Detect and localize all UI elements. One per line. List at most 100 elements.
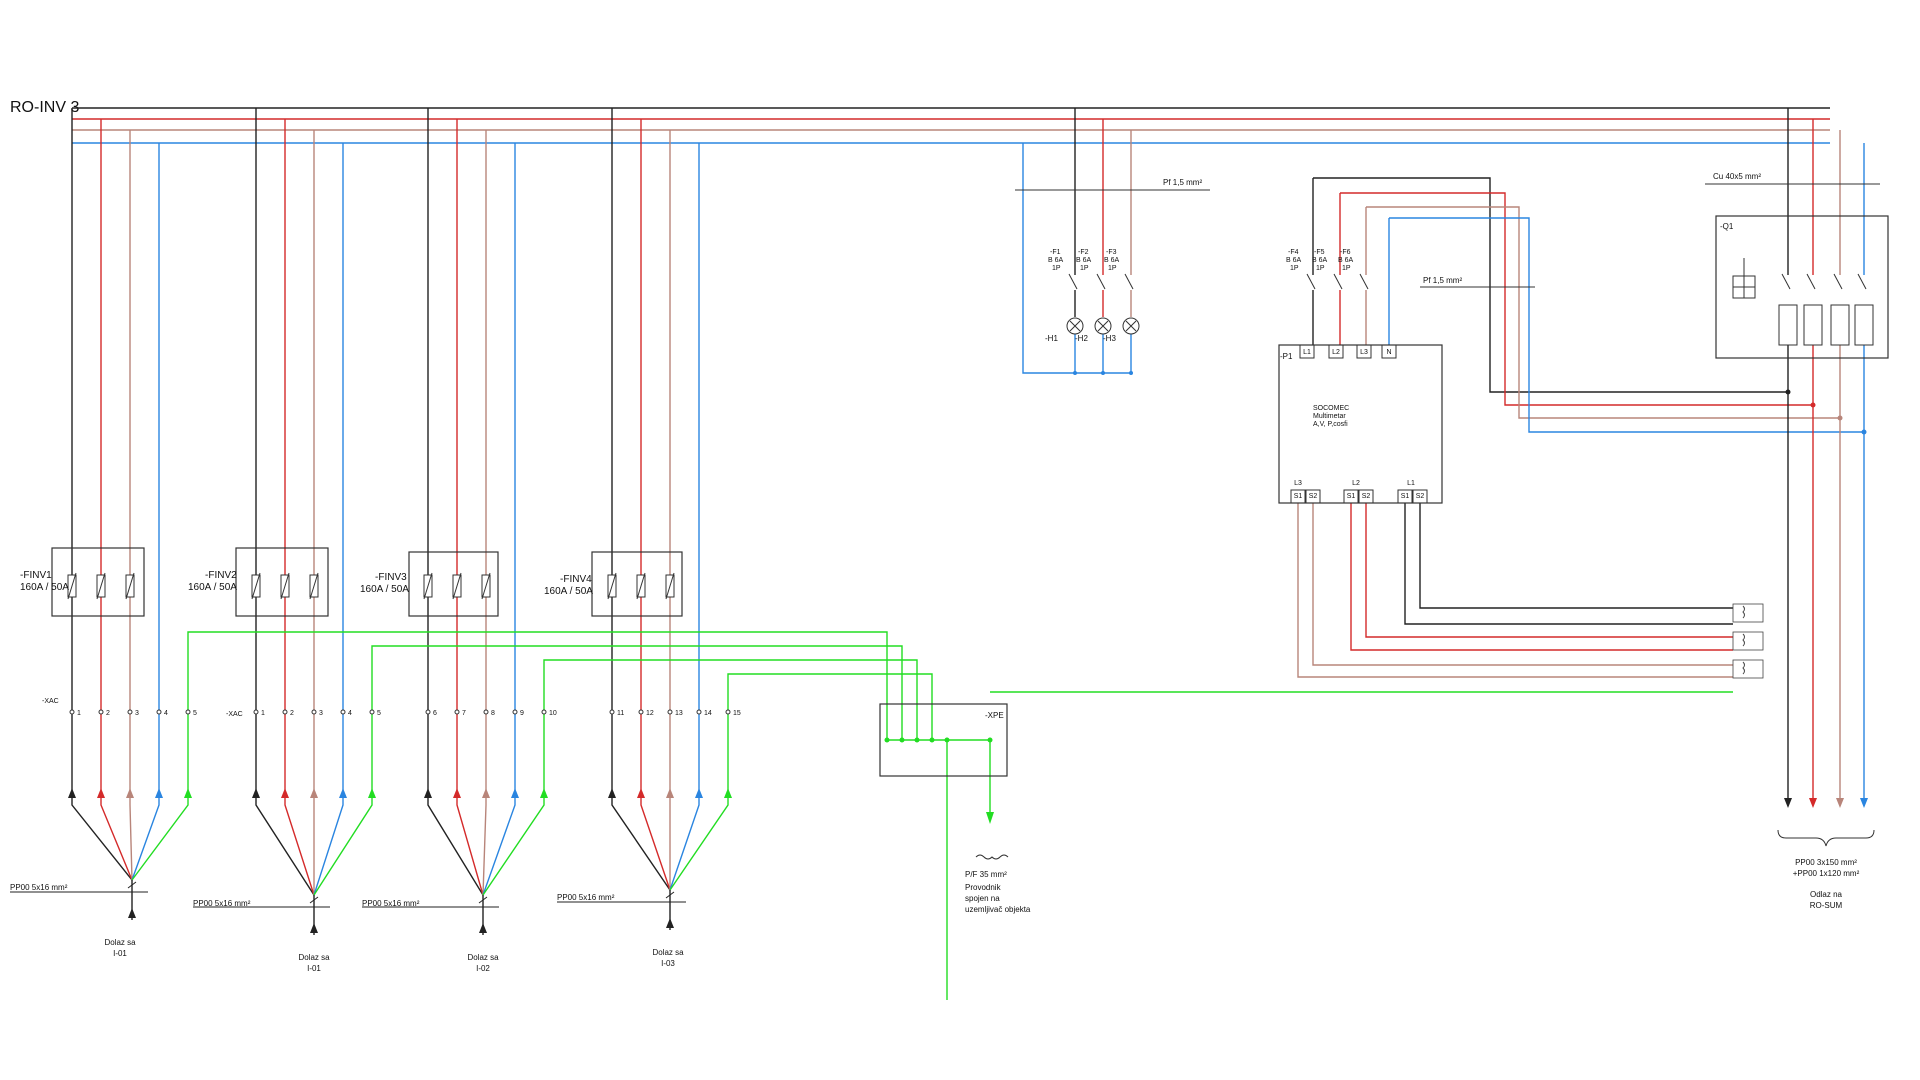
terminal-3-1 <box>425 709 431 715</box>
arrow-1-4-icon <box>155 788 163 798</box>
terminal-4-2 <box>638 709 644 715</box>
earth-node-2 <box>987 737 993 743</box>
fan-1-4 <box>131 798 160 881</box>
cable-tick-3 <box>478 896 488 904</box>
lamp-breaker-1-icon <box>1068 273 1078 290</box>
lamp-neutral <box>1022 143 1131 374</box>
pe-route-4 <box>727 673 933 740</box>
meter-ct-terminal-2 <box>1305 489 1321 504</box>
breaker-f1-name: -F1 <box>1050 249 1061 256</box>
breaker-f5-rating: B 6A <box>1312 257 1328 264</box>
meter-feed-n <box>1389 217 1864 433</box>
cable-tick-4 <box>665 891 675 899</box>
output-dest-2: RO-SUM <box>1810 901 1843 910</box>
terminal-1-5 <box>185 709 191 715</box>
terminal-2-3 <box>311 709 317 715</box>
terminal-4-3 <box>667 709 673 715</box>
earth-note-3: uzemljivač objekta <box>965 905 1031 914</box>
meter-feed-l2 <box>1340 192 1813 406</box>
arrow-1-1-icon <box>68 788 76 798</box>
q1-trip-1-icon <box>1778 304 1798 346</box>
fuse-1-3-slash <box>125 572 135 600</box>
terminal-3-2-label: 7 <box>462 710 466 717</box>
cable-tick-2 <box>309 896 319 904</box>
pe-node-2 <box>899 737 905 743</box>
breaker-f1-poles: 1P <box>1052 265 1061 272</box>
meter-tap-1 <box>1785 389 1791 395</box>
arrow-3-2-icon <box>453 788 461 798</box>
meter-input-n: N <box>1386 349 1391 356</box>
meter-input-3-box <box>1356 344 1372 359</box>
inverter-1-cable: PP00 5x16 mm² <box>10 883 68 892</box>
terminal-3-1-label: 6 <box>433 710 437 717</box>
terminal-2-4 <box>340 709 346 715</box>
terminal-3-5-label: 10 <box>549 710 557 717</box>
arrow-3-3-icon <box>482 788 490 798</box>
terminal-1-4-label: 4 <box>164 710 168 717</box>
terminal-2-2-label: 2 <box>290 710 294 717</box>
meter-box <box>1278 344 1443 504</box>
terminal-4-3-label: 13 <box>675 710 683 717</box>
fan-4-2 <box>640 798 671 891</box>
fan-4-4 <box>669 798 700 891</box>
breaker-f4-rating: B 6A <box>1286 257 1302 264</box>
pe-node-3 <box>914 737 920 743</box>
inverter-2-fuse-box <box>235 547 329 617</box>
pilot-lamps: Pf 1,5 mm² -F1 B 6A 1P -F2 B 6A 1P -F3 B… <box>1045 178 1202 343</box>
terminal-3-5 <box>541 709 547 715</box>
fuse-3-3-slash <box>481 572 491 600</box>
pilot-lamps-cable: Pf 1,5 mm² <box>1163 178 1202 187</box>
arrow-4-3-icon <box>666 788 674 798</box>
ct-l1-s1 <box>1404 503 1733 625</box>
inverter-4-source-1: Dolaz sa <box>652 948 684 957</box>
fuse-4-1-slash <box>607 572 617 600</box>
pe-route-3 <box>543 659 918 740</box>
main-switch-label: -Q1 <box>1720 222 1734 231</box>
breaker-f4-poles: 1P <box>1290 265 1299 272</box>
meter-ct-terminal-4 <box>1358 489 1374 504</box>
fuse-1-1-slash <box>67 572 77 600</box>
fan-4-5 <box>669 798 729 891</box>
meter-desc-1: SOCOMEC <box>1313 405 1349 412</box>
fan-3-1 <box>427 798 484 896</box>
inverter-3-cable: PP00 5x16 mm² <box>362 899 420 908</box>
inverter-4-fuse-box <box>591 551 683 617</box>
meter-ct-l3-s1: S1 <box>1294 493 1303 500</box>
meter-ct-l2: L2 <box>1352 480 1360 487</box>
q1-contact-4-icon <box>1857 273 1867 290</box>
components-layer <box>10 183 1889 933</box>
fan-2-1 <box>255 798 315 896</box>
terminal-2-3-label: 3 <box>319 710 323 717</box>
fuse-2-3-slash <box>309 572 319 600</box>
meter-tap-2 <box>1810 402 1816 408</box>
terminal-1-1-label: 1 <box>77 710 81 717</box>
ct-l1-s2 <box>1419 503 1733 609</box>
fan-2-5 <box>313 798 373 896</box>
inverter-fuse-4-label: -FINV4 <box>560 574 592 585</box>
inverter-fuse-2: -FINV2 160A / 50A -XAC PP00 5x16 mm² Dol… <box>188 570 330 973</box>
terminal-3-4-label: 9 <box>520 710 524 717</box>
pe-node-1 <box>884 737 890 743</box>
meter-ct-l2-s1: S1 <box>1347 493 1356 500</box>
fuse-2-2-slash <box>280 572 290 600</box>
current-transformer-2-icon <box>1732 631 1764 651</box>
output-arrow-1-icon <box>1784 798 1792 808</box>
lamp-breaker-2-icon <box>1096 273 1106 290</box>
arrow-3-5-icon <box>540 788 548 798</box>
arrow-4-1-icon <box>608 788 616 798</box>
main-switch: Cu 40x5 mm² -Q1 <box>1713 172 1761 231</box>
terminal-2-1-label: 1 <box>261 710 265 717</box>
meter-label: -P1 <box>1280 352 1293 361</box>
fuse-4-2-slash <box>636 572 646 600</box>
inverter-2-cable: PP00 5x16 mm² <box>193 899 251 908</box>
q1-trip-4-icon <box>1854 304 1874 346</box>
lamp-node-3 <box>1129 371 1133 375</box>
inverter-fuse-2-rating: 160A / 50A <box>188 582 237 593</box>
inverter-1-terminal-prefix: -XAC <box>42 698 59 705</box>
earth-cable: P/F 35 mm² <box>965 870 1007 879</box>
fan-2-2 <box>284 798 315 896</box>
meter-desc-3: A,V, P,cosfi <box>1313 421 1348 428</box>
meter-input-l1: L1 <box>1303 349 1311 356</box>
meter-feed-l1 <box>1313 177 1788 393</box>
meter-ct-l3: L3 <box>1294 480 1302 487</box>
